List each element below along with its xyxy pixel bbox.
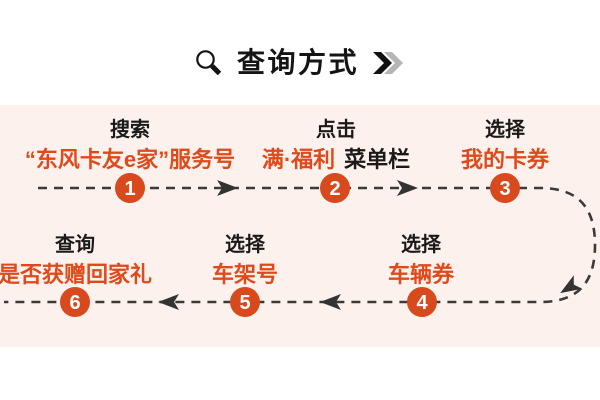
step-3: 选择 我的卡券 [461, 117, 549, 175]
flow-connector [4, 186, 597, 304]
page-title: 查询方式 [236, 47, 359, 78]
step-1-badge: 1 [115, 173, 145, 203]
step-2-target: 满·福利菜单栏 [261, 147, 411, 172]
arrowhead-icon [158, 294, 179, 310]
step-1-action: 搜索 [110, 119, 150, 141]
step-6-badge: 6 [60, 287, 90, 317]
step-6-target: 是否获赠回家礼 [0, 262, 153, 287]
step-5-action: 选择 [224, 234, 265, 256]
step-1: 搜索 “东风卡友e家”服务号 [25, 117, 235, 175]
svg-text:4: 4 [416, 292, 428, 314]
arrowhead-icon [560, 275, 583, 294]
step-2-badge: 2 [320, 173, 350, 203]
step-3-target: 我的卡券 [460, 147, 550, 172]
svg-text:1: 1 [124, 178, 135, 200]
step-3-badge: 3 [490, 173, 520, 203]
step-4: 选择 车辆券 [388, 232, 454, 290]
arrowhead-icon [217, 180, 238, 196]
step-5-badge: 5 [230, 287, 260, 317]
section-header: 查询方式 [0, 44, 600, 82]
step-5: 选择 车架号 [212, 232, 278, 290]
step-1-target: “东风卡友e家”服务号 [24, 147, 236, 172]
step-3-action: 选择 [484, 119, 525, 141]
flow-panel: 1 2 3 4 5 6 搜索 [0, 105, 600, 347]
flow-path-diagram: 1 2 3 4 5 6 [4, 173, 597, 317]
svg-text:3: 3 [499, 178, 510, 200]
magnifier-icon [196, 50, 222, 76]
arrowhead-icon [397, 180, 418, 196]
step-2: 点击 满·福利菜单栏 [262, 117, 410, 175]
svg-text:5: 5 [239, 292, 250, 314]
arrowhead-icon [320, 294, 341, 310]
step-2-action: 点击 [316, 119, 356, 141]
svg-text:2: 2 [329, 178, 340, 200]
step-6-action: 查询 [54, 234, 95, 256]
step-4-badge: 4 [407, 287, 437, 317]
step-5-target: 车架号 [211, 262, 279, 287]
step-6: 查询 是否获赠回家礼 [0, 232, 152, 290]
double-chevron-icon [373, 52, 403, 74]
svg-text:6: 6 [69, 292, 80, 314]
step-4-target: 车辆券 [387, 262, 455, 287]
step-4-action: 选择 [400, 234, 441, 256]
